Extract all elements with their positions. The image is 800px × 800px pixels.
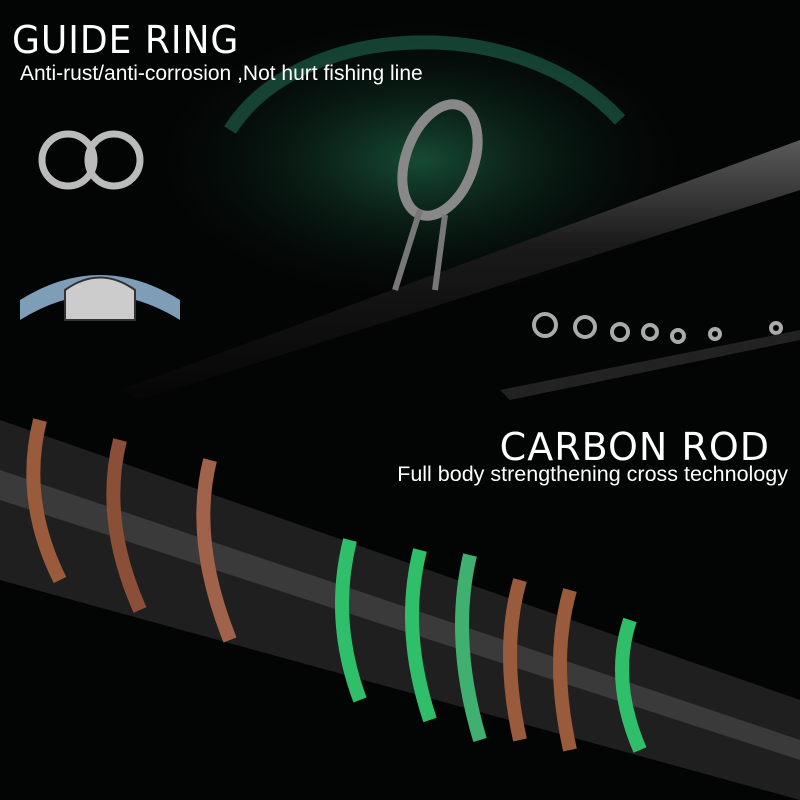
green-arc <box>224 35 626 134</box>
guide-ring-large <box>392 99 483 291</box>
rings-icon <box>38 130 144 190</box>
carbon-rod-section <box>0 418 800 800</box>
guide-rings-small <box>532 312 783 344</box>
carbon-rod-subtitle: Full body strengthening cross technology <box>397 462 788 486</box>
top-rod <box>120 140 800 400</box>
guide-ring-subtitle: Anti-rust/anti-corrosion ,Not hurt fishi… <box>20 62 423 85</box>
ring-cross-section-icon <box>20 275 180 321</box>
guide-ring-title: GUIDE RING <box>12 18 240 62</box>
carbon-rod-title: CARBON ROD <box>499 425 770 469</box>
